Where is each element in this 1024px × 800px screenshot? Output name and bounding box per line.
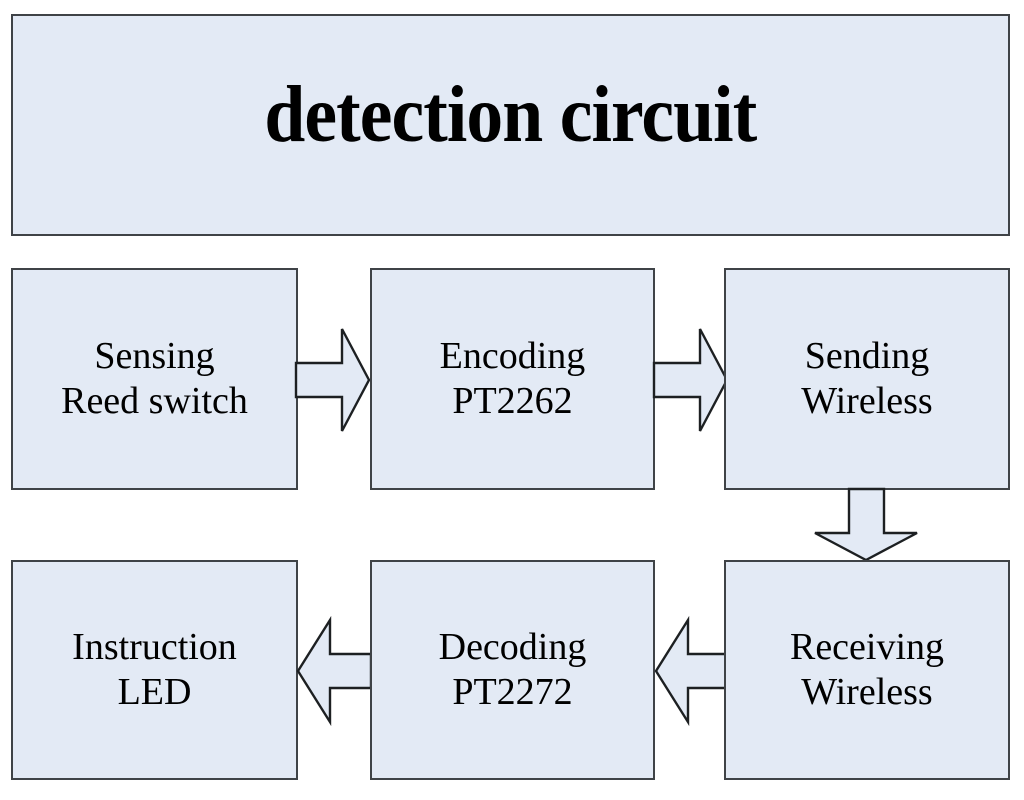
block-arrow-down-icon [814,487,918,562]
node-sensing-line1: Sensing [94,335,215,378]
node-sensing: Sensing Reed switch [11,268,298,490]
node-decoding: Decoding PT2272 [370,560,655,780]
node-instruction: Instruction LED [11,560,298,780]
block-arrow-right-icon [652,328,729,432]
node-encoding: Encoding PT2262 [370,268,655,490]
block-arrow-right-icon [294,328,371,432]
node-sensing-line2: Reed switch [61,380,248,422]
node-decoding-line2: PT2272 [452,671,573,713]
page-title: detection circuit [264,71,758,159]
node-sending-line2: Wireless [801,380,933,422]
node-instruction-line1: Instruction [72,626,237,669]
block-arrow-left-icon [654,615,731,727]
node-encoding-line2: PT2262 [452,380,573,422]
node-sending-line1: Sending [804,335,930,378]
node-sending: Sending Wireless [724,268,1010,490]
node-encoding-line1: Encoding [439,335,586,378]
node-receiving: Receiving Wireless [724,560,1010,780]
node-decoding-line1: Decoding [438,626,587,669]
diagram-title-box: detection circuit [11,14,1010,236]
node-receiving-line2: Wireless [801,671,933,713]
block-arrow-left-icon [296,615,373,727]
node-receiving-line1: Receiving [789,626,945,669]
node-instruction-line2: LED [117,671,192,713]
